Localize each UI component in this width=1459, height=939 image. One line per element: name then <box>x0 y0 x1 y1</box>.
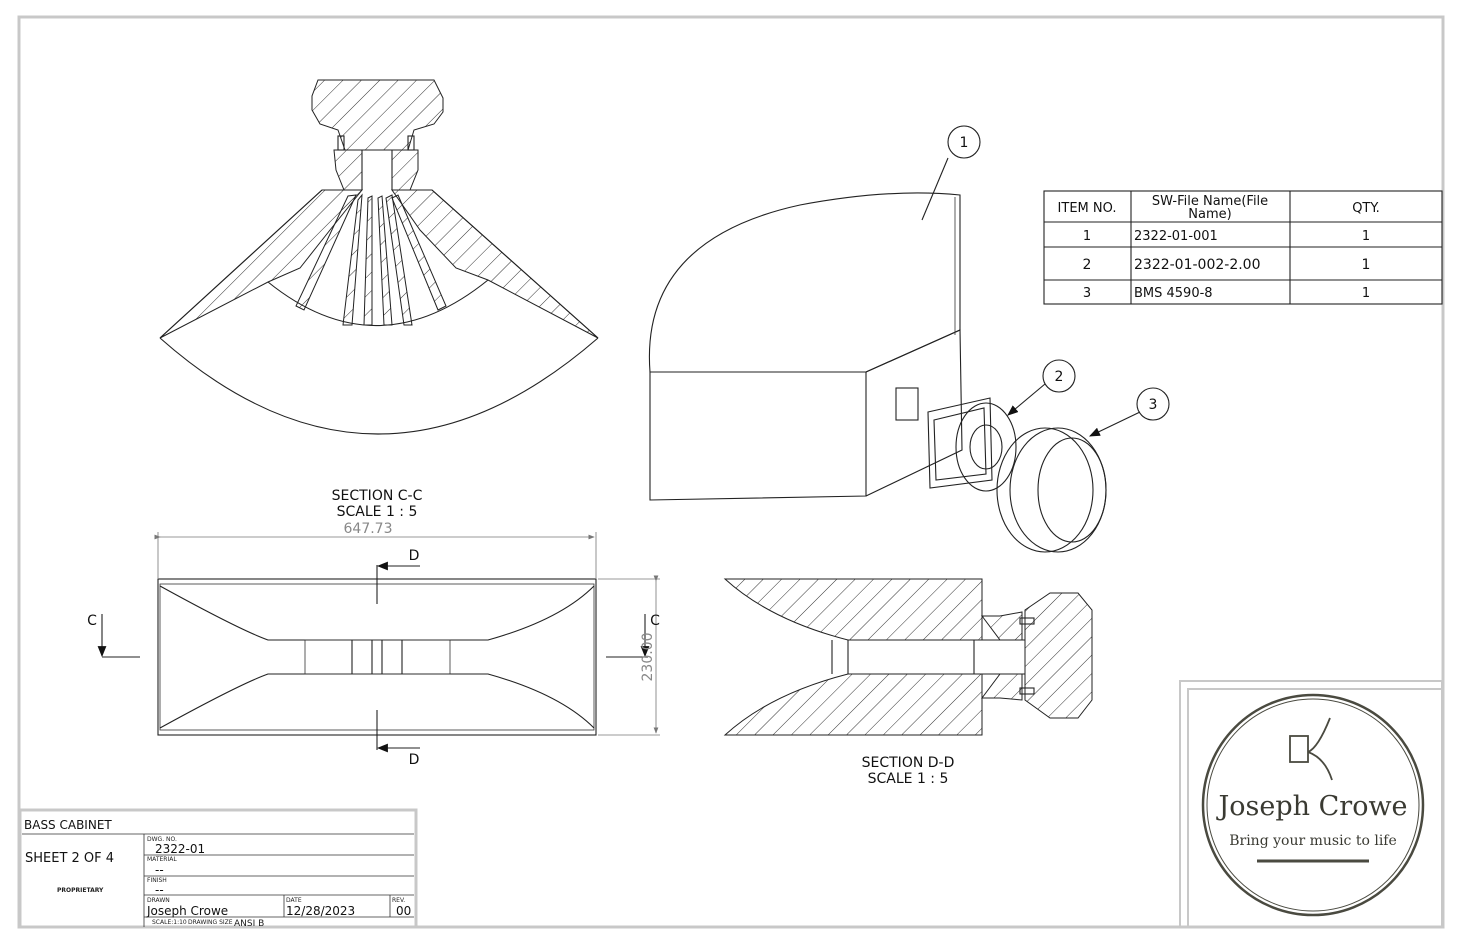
balloon-3: 3 <box>1149 397 1158 413</box>
sheet-border <box>17 15 1445 929</box>
front-view <box>97 532 660 753</box>
cut-label-d-bottom: D <box>409 752 420 768</box>
bom-row-3-name: BMS 4590-8 <box>1134 286 1213 301</box>
width-dimension: 647.73 <box>344 521 393 537</box>
drawing-size: ANSI B <box>234 919 264 929</box>
finish-value: -- <box>155 883 164 897</box>
balloon-2: 2 <box>1055 369 1064 385</box>
dwg-no-label: DWG. NO. <box>147 836 177 843</box>
bom-header-name-2: Name) <box>1188 207 1231 222</box>
proprietary-label: PROPRIETARY <box>57 887 104 894</box>
finish-label: FINISH <box>147 877 167 884</box>
sheet-number: SHEET 2 OF 4 <box>25 851 114 866</box>
cut-label-c-left: C <box>87 613 97 629</box>
bom-row-3-item: 3 <box>1083 286 1091 301</box>
material-value: -- <box>155 863 164 877</box>
date-label: DATE <box>286 897 302 904</box>
drawn-by: Joseph Crowe <box>146 904 228 918</box>
balloon-1: 1 <box>960 135 969 151</box>
material-label: MATERIAL <box>147 856 177 863</box>
bom-row-2-qty: 1 <box>1362 257 1371 273</box>
logo-name: Joseph Crowe <box>1215 791 1407 822</box>
section-cc-scale: SCALE 1 : 5 <box>337 504 418 520</box>
rev-label: REV. <box>392 897 405 904</box>
drawn-label: DRAWN <box>147 897 170 904</box>
bom-table <box>1043 190 1443 305</box>
title-block-title: BASS CABINET <box>24 818 112 832</box>
height-dimension: 230.00 <box>640 633 656 682</box>
scale-label: SCALE:1:10 <box>152 919 187 926</box>
bom-row-1-name: 2322-01-001 <box>1134 229 1218 244</box>
revision: 00 <box>396 904 411 918</box>
brand-logo <box>1201 693 1425 917</box>
cut-label-c-right: C <box>650 613 660 629</box>
section-dd-scale: SCALE 1 : 5 <box>868 771 949 787</box>
bom-row-2-name: 2322-01-002-2.00 <box>1134 257 1261 273</box>
title-block <box>18 808 418 929</box>
bom-header-qty: QTY. <box>1352 201 1380 216</box>
section-dd-view <box>723 578 1093 736</box>
dwg-no: 2322-01 <box>155 842 205 856</box>
bom-row-2-item: 2 <box>1083 257 1092 273</box>
logo-tagline: Bring your music to life <box>1229 833 1397 849</box>
drawing-date: 12/28/2023 <box>286 904 355 918</box>
cut-label-d-top: D <box>409 548 420 564</box>
isometric-assembly <box>648 125 1170 553</box>
section-cc-view <box>159 79 599 435</box>
bom-header-name-1: SW-File Name(File <box>1152 194 1268 209</box>
drawing-size-label: DRAWING SIZE <box>188 919 233 926</box>
bom-row-1-qty: 1 <box>1362 229 1370 244</box>
bom-header-item: ITEM NO. <box>1058 201 1117 216</box>
section-cc-title: SECTION C-C <box>332 488 423 504</box>
bom-row-3-qty: 1 <box>1362 286 1370 301</box>
section-dd-title: SECTION D-D <box>862 755 955 771</box>
bom-row-1-item: 1 <box>1083 229 1091 244</box>
logo-panel <box>1179 680 1443 928</box>
